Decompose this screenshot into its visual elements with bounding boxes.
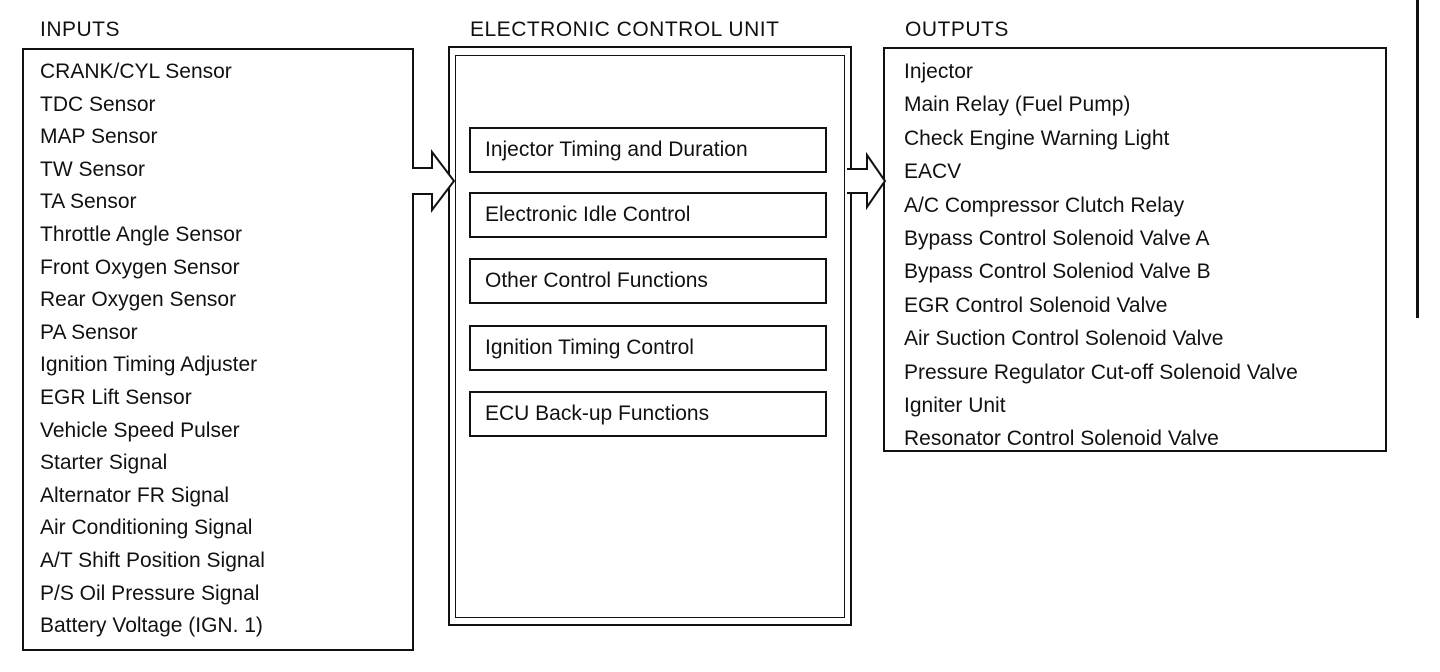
inputs-box <box>22 48 414 651</box>
input-item: Vehicle Speed Pulser <box>40 418 240 442</box>
ecu-function-box: Electronic Idle Control <box>469 192 827 238</box>
ecu-function-box: Other Control Functions <box>469 258 827 304</box>
input-item: Rear Oxygen Sensor <box>40 288 237 312</box>
input-item: A/T Shift Position Signal <box>40 548 265 572</box>
ecu-function-box: Ignition Timing Control <box>469 325 827 371</box>
output-item: Igniter Unit <box>904 393 1006 417</box>
input-item: TDC Sensor <box>40 92 156 116</box>
output-item: EGR Control Solenoid Valve <box>904 293 1168 317</box>
output-item: Air Suction Control Solenoid Valve <box>904 327 1224 351</box>
input-item: Battery Voltage (IGN. 1) <box>40 614 263 638</box>
input-item: Front Oxygen Sensor <box>40 255 240 279</box>
input-item: Air Conditioning Signal <box>40 516 253 540</box>
output-item: Injector <box>904 60 973 83</box>
input-item: MAP Sensor <box>40 125 158 149</box>
inputs-heading: INPUTS <box>40 18 121 41</box>
input-item: TA Sensor <box>40 190 137 214</box>
output-item: EACV <box>904 160 962 184</box>
output-item: A/C Compressor Clutch Relay <box>904 193 1185 217</box>
output-item: Bypass Control Solenoid Valve A <box>904 226 1210 250</box>
input-item: P/S Oil Pressure Signal <box>40 581 260 605</box>
ecu-function-box: Injector Timing and Duration <box>469 127 827 173</box>
output-item: Check Engine Warning Light <box>904 126 1170 150</box>
outputs-box <box>883 47 1387 452</box>
inputs-list: CRANK/CYL Sensor TDC Sensor MAP Sensor T… <box>40 56 265 643</box>
input-to-ecu-arrow-icon <box>412 149 456 213</box>
output-item: Resonator Control Solenoid Valve <box>904 427 1219 451</box>
outputs-heading: OUTPUTS <box>905 18 1009 41</box>
input-item: Ignition Timing Adjuster <box>40 353 258 377</box>
input-item: Throttle Angle Sensor <box>40 222 242 246</box>
ecu-to-output-arrow-icon <box>847 151 887 211</box>
input-item: Starter Signal <box>40 451 168 475</box>
ecu-function-box: ECU Back-up Functions <box>469 391 827 437</box>
input-item: Alternator FR Signal <box>40 483 230 507</box>
outputs-list: Injector Main Relay (Fuel Pump) Check En… <box>904 55 1298 456</box>
input-item: PA Sensor <box>40 320 138 344</box>
input-item: CRANK/CYL Sensor <box>40 60 232 83</box>
output-item: Pressure Regulator Cut-off Solenoid Valv… <box>904 360 1298 384</box>
ecu-inner-box <box>455 55 845 618</box>
ecu-heading: ELECTRONIC CONTROL UNIT <box>470 18 780 41</box>
output-item: Main Relay (Fuel Pump) <box>904 93 1131 117</box>
input-item: EGR Lift Sensor <box>40 385 192 409</box>
input-item: TW Sensor <box>40 157 146 181</box>
page-edge-line <box>1416 0 1419 318</box>
output-item: Bypass Control Soleniod Valve B <box>904 260 1211 284</box>
